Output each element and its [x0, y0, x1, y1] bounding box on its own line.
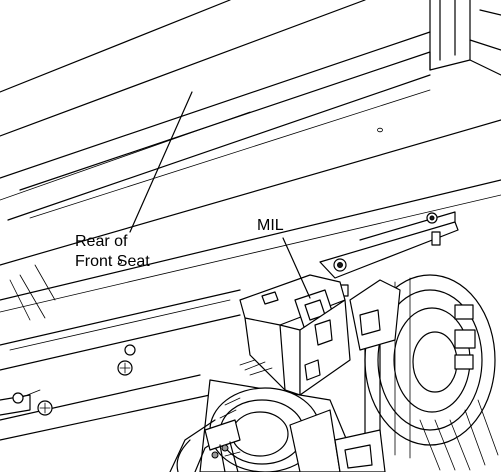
canister-assembly: [349, 274, 499, 471]
leader-mil: [282, 237, 311, 299]
hose-connector: [169, 419, 241, 472]
seat-back-panel: [0, 0, 501, 266]
mil-label: MIL: [257, 217, 284, 234]
leader-lines: [118, 91, 311, 299]
lower-housing: [199, 359, 386, 472]
floor-rails: [0, 179, 501, 441]
rear-label-line1: Rear of: [75, 233, 128, 250]
rear-label-line2: Front Seat: [75, 253, 150, 270]
rear-of-front-seat-label: Rear of Front Seat: [75, 232, 150, 272]
frame-bracket-top-right: [429, 0, 501, 76]
leader-rear-of-front-seat: [129, 91, 193, 233]
mounting-bracket-long: [319, 211, 459, 297]
mil-bracket: [239, 274, 351, 396]
